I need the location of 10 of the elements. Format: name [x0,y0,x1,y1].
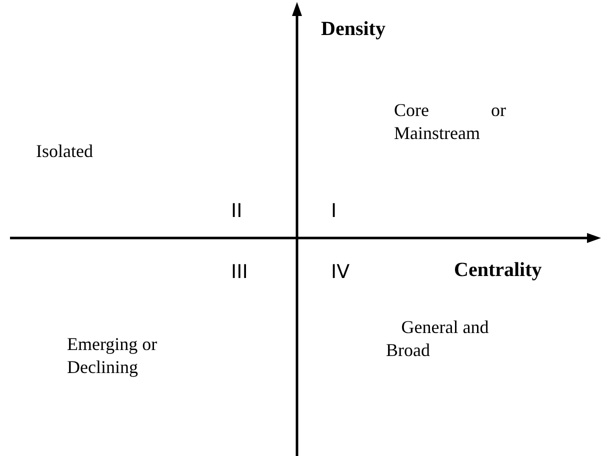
quadrant-number: III [231,260,248,285]
quadrant-number: IV [331,260,350,285]
quadrant-number: I [331,199,337,224]
quadrant-label: Emerging or Declining [67,333,158,380]
quadrant-number: II [231,199,242,224]
quadrant-label: Isolated [36,140,93,163]
quadrant-label: Core or Mainstream [394,99,506,146]
quadrant-label: General and Broad [386,316,490,362]
axis-title: Centrality [454,258,542,283]
axis-title: Density [321,17,386,42]
